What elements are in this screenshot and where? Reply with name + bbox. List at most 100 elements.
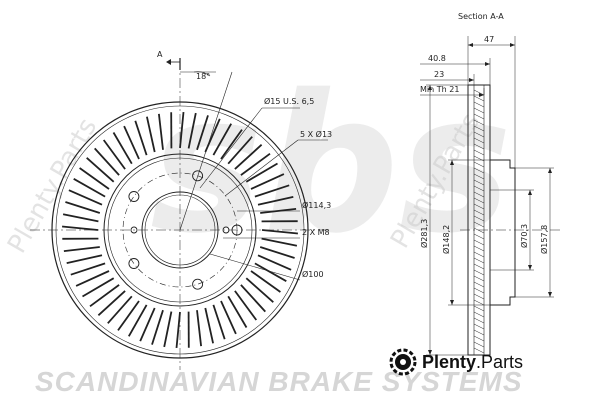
pcd-label: Ø114,3 <box>302 200 331 210</box>
hatch-line <box>473 281 485 288</box>
hatch-line <box>473 137 485 144</box>
vane <box>82 277 115 298</box>
hatch-line <box>473 209 485 216</box>
vane <box>73 178 106 198</box>
section-hatching <box>473 89 485 354</box>
cooling-vanes <box>62 112 298 348</box>
vane <box>257 254 292 271</box>
vane <box>175 311 181 348</box>
bolt-hole <box>128 258 140 269</box>
gear-icon <box>389 348 417 376</box>
hatch-line <box>473 173 485 180</box>
hatch-line <box>473 191 485 198</box>
hatch-line <box>473 161 485 168</box>
section-view <box>460 36 560 356</box>
hatch-line <box>473 239 485 246</box>
vane <box>70 262 106 276</box>
hatch-line <box>473 305 485 312</box>
brand-name: Plenty <box>422 351 477 372</box>
hatch-line <box>473 335 485 342</box>
hatch-line <box>473 221 485 228</box>
vane <box>250 270 281 293</box>
dim-47-label: 47 <box>484 35 494 44</box>
bore-dia-label: Ø70,3 <box>519 224 529 248</box>
vane <box>257 196 294 206</box>
hole-label: Ø15 U.S. 6,5 <box>264 96 314 106</box>
vane <box>134 120 148 156</box>
hatch-line <box>473 95 485 102</box>
bolt-hole <box>192 170 204 182</box>
dim-40-8-label: 40.8 <box>428 54 446 63</box>
hatch-line <box>473 317 485 324</box>
hatch-line <box>473 89 485 96</box>
section-title: Section A-A <box>458 12 504 21</box>
vane <box>254 184 290 198</box>
section-dimensions <box>420 43 554 356</box>
angle-label: 18° <box>196 72 210 81</box>
hatch-line <box>473 179 485 186</box>
center-label: Ø100 <box>302 269 324 279</box>
vane <box>102 139 126 170</box>
bolt-hole <box>192 278 204 290</box>
hatch-line <box>473 323 485 330</box>
vane <box>65 201 101 214</box>
hatch-line <box>473 257 485 264</box>
hatch-line <box>473 269 485 276</box>
brand-dot: . <box>476 351 482 372</box>
brand-tld: Parts <box>481 351 524 372</box>
vane <box>66 254 103 264</box>
vane <box>204 307 214 344</box>
vane <box>234 144 263 170</box>
section-marker: A <box>157 50 181 70</box>
hatch-line <box>473 167 485 174</box>
outer-dia-label: Ø281,3 <box>419 219 429 248</box>
vane <box>86 157 115 183</box>
hatch-line <box>473 119 485 126</box>
hatch-line <box>473 275 485 282</box>
vane <box>234 290 258 321</box>
vane <box>146 116 156 153</box>
vane <box>196 115 209 151</box>
hatch-line <box>473 113 485 120</box>
vane <box>75 270 110 287</box>
vane <box>240 152 271 176</box>
hat-dia-label: Ø148,2 <box>441 225 451 254</box>
bolt-hole <box>128 191 140 202</box>
vane <box>212 123 232 156</box>
hatch-line <box>473 149 485 156</box>
vane <box>107 295 133 324</box>
section-labels: 47 40.8 23 Min Th 21 Ø281,3 Ø148,2 Ø70,3… <box>419 35 549 254</box>
vane <box>220 129 243 160</box>
hatch-line <box>473 263 485 270</box>
vane <box>261 237 298 247</box>
vane <box>163 311 173 348</box>
vane <box>245 277 274 303</box>
vane <box>97 290 126 316</box>
plenty-parts-logo: Plenty . Parts <box>388 345 523 379</box>
vane <box>227 295 248 328</box>
vane <box>212 304 226 340</box>
hatch-line <box>473 125 485 132</box>
vane <box>179 112 185 149</box>
front-annotations <box>179 71 328 281</box>
hatch-line <box>473 107 485 114</box>
vane <box>89 284 120 308</box>
vane <box>250 173 285 190</box>
vane <box>259 246 295 259</box>
vane <box>196 310 202 347</box>
vane <box>94 147 120 176</box>
hatch-line <box>473 341 485 348</box>
hatch-line <box>473 251 485 258</box>
vane <box>227 136 253 165</box>
dim-23-label: 23 <box>434 70 444 79</box>
vane <box>158 113 164 150</box>
hatch-line <box>473 203 485 210</box>
bolt-label: 5 X Ø13 <box>300 129 332 139</box>
vane <box>220 300 237 335</box>
front-labels: 18° Ø15 U.S. 6,5 5 X Ø13 Ø114,3 2 X M8 Ø… <box>196 72 332 279</box>
vane <box>254 262 287 282</box>
vane <box>151 309 164 345</box>
vane <box>79 167 110 190</box>
hatch-line <box>473 329 485 336</box>
